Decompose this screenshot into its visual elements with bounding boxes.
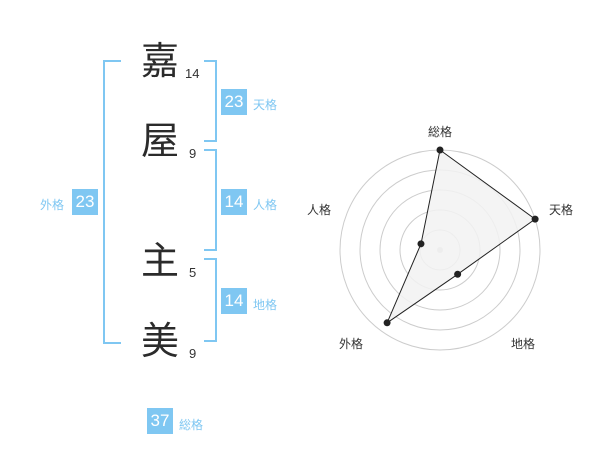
stroke-count-2: 9 [189,146,197,161]
radar-axis-label-chi: 地格 [511,337,536,351]
jinkaku-bracket [204,149,217,251]
stroke-count-1: 14 [185,66,200,81]
tenkaku-badge: 23 [221,89,247,115]
radar-point-1 [531,215,539,223]
tenkaku-bracket [204,60,217,142]
name-char-1: 嘉 [140,39,179,83]
chikaku-bracket [204,258,217,342]
jinkaku-badge: 14 [221,189,247,215]
soukaku-badge: 37 [147,408,173,434]
soukaku-label: 総格 [179,418,204,432]
gaikaku-label: 外格 [40,198,65,212]
radar-axis-label-gai: 外格 [339,337,364,351]
tenkaku-label: 天格 [253,98,278,112]
jinkaku-label: 人格 [253,198,278,212]
gaikaku-badge: 23 [72,189,98,215]
chikaku-label: 地格 [253,298,278,312]
radar-point-4 [417,240,425,248]
name-char-2: 屋 [140,119,179,163]
radar-axis-label-ten: 天格 [549,203,574,217]
radar-axis-label-jin: 人格 [307,203,332,217]
name-char-3: 主 [140,239,179,283]
stroke-count-3: 5 [189,265,197,280]
chikaku-badge: 14 [221,288,247,314]
gaikaku-bracket [103,60,121,344]
radar-point-0 [436,146,444,154]
radar-point-3 [383,319,391,327]
radar-axis-label-sou: 総格 [428,125,453,139]
radar-polygon [385,149,536,325]
name-char-4: 美 [140,319,179,363]
radar-point-2 [454,270,462,278]
stroke-count-4: 9 [189,346,197,361]
